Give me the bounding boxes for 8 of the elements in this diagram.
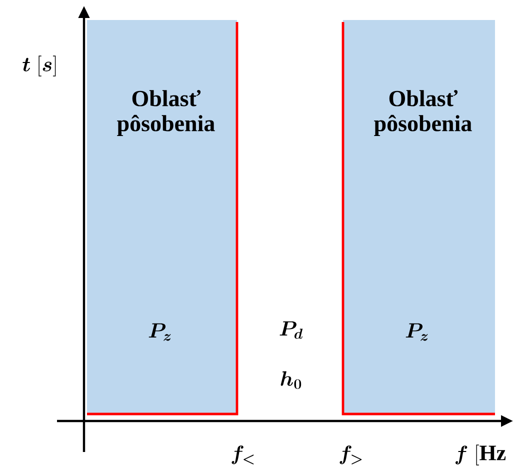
region-box: Oblasť pôsobenia $\boldsymbol{P_z}$ <box>87 20 238 416</box>
axis-label: $\boldsymbol{t}\;[\boldsymbol{s}]$ <box>22 56 56 76</box>
axis-label: $\boldsymbol{f}\;[\mathbf{Hz}$ <box>456 444 506 466</box>
region-box: Oblasť pôsobenia $\boldsymbol{P_z}$ <box>342 20 495 416</box>
math-label: $\boldsymbol{h_0}$ <box>280 371 302 389</box>
math-label: $\boldsymbol{P_d}$ <box>280 321 303 339</box>
tick-label: $\boldsymbol{f_>}$ <box>340 445 362 464</box>
tick-label: $\boldsymbol{f_<}$ <box>232 445 254 464</box>
